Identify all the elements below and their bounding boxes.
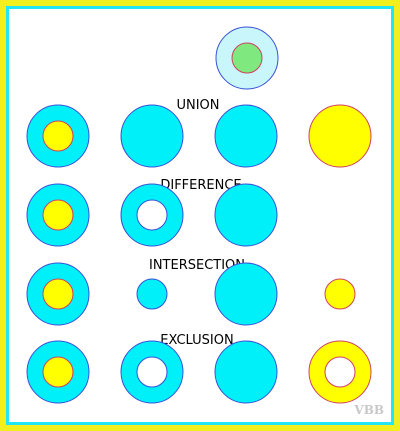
exclusion-source-inner <box>42 356 74 388</box>
exclusion-result-3-hole <box>324 356 356 388</box>
exclusion-row <box>26 340 372 404</box>
intersection-result-2 <box>214 262 278 326</box>
exclusion-result-hole <box>136 356 168 388</box>
difference-result-2 <box>214 183 278 247</box>
difference-row <box>26 183 278 247</box>
union-label: UNION <box>176 98 219 113</box>
intersection-result-3 <box>324 278 356 310</box>
difference-result-hole <box>136 199 168 231</box>
intersection-label: INTERSECTION <box>149 258 245 273</box>
union-row <box>26 104 372 168</box>
difference-source-inner <box>42 199 74 231</box>
exclusion-result-2 <box>214 340 278 404</box>
intersection-row <box>26 262 356 326</box>
union-result-3 <box>308 104 372 168</box>
top-example <box>215 26 279 90</box>
intersection-result-1 <box>136 278 168 310</box>
union-result-1 <box>120 104 184 168</box>
exclusion-label: EXCLUSION <box>160 333 233 348</box>
union-result-2 <box>214 104 278 168</box>
top-inner-circle <box>231 42 263 74</box>
union-source-inner <box>42 120 74 152</box>
intersection-source-inner <box>42 278 74 310</box>
difference-label: DIFFERENCE <box>160 178 241 193</box>
vbb-watermark: VBB <box>353 403 384 417</box>
